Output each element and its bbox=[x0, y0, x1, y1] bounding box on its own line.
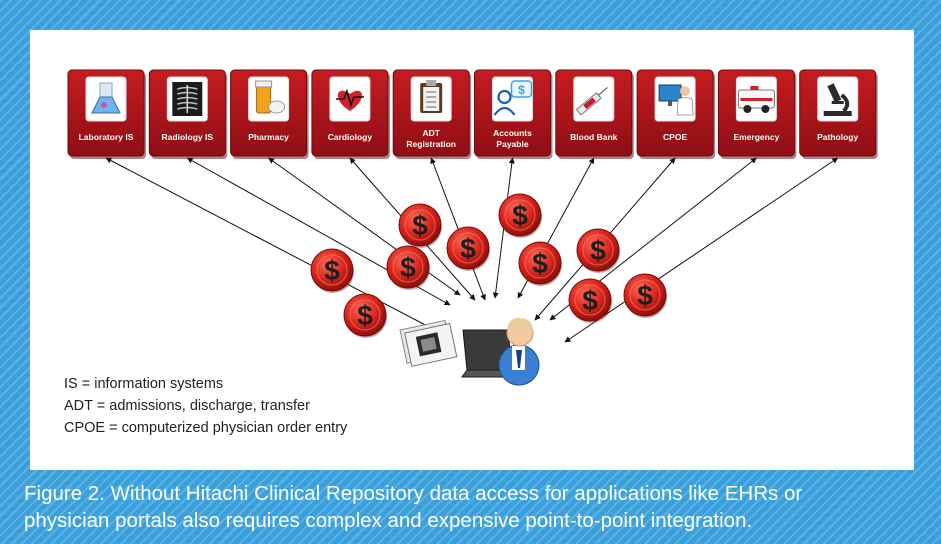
dollar-coin-icon: $ bbox=[398, 203, 442, 248]
legend-line: ADT = admissions, discharge, transfer bbox=[64, 398, 310, 414]
heart-ekg-icon bbox=[335, 88, 364, 108]
system-tile: CPOE bbox=[636, 69, 716, 159]
syringe-icon bbox=[598, 86, 608, 96]
system-tile: Laboratory IS bbox=[67, 69, 146, 159]
dollar-coin-icon: $ bbox=[386, 245, 430, 290]
system-label: CPOE bbox=[663, 132, 687, 142]
svg-text:$: $ bbox=[324, 255, 340, 286]
user-dollar-icon bbox=[510, 80, 533, 98]
legend-line: IS = information systems bbox=[64, 376, 224, 392]
dollar-coin-icon: $ bbox=[623, 273, 667, 318]
caption-line: physician portals also requires complex … bbox=[24, 509, 753, 532]
system-label: Blood Bank bbox=[570, 132, 617, 142]
system-tiles: Laboratory IS Radiology IS Pharmacy Cardiol… bbox=[67, 69, 878, 159]
pill-bottle-icon bbox=[255, 80, 273, 88]
syringe-icon bbox=[583, 97, 596, 110]
system-label: Pharmacy bbox=[248, 132, 289, 142]
system-label: Accounts bbox=[493, 128, 532, 138]
doctor-computer-icon bbox=[658, 84, 682, 102]
integration-diagram: Laboratory IS Radiology IS Pharmacy Cardiol… bbox=[67, 69, 878, 386]
dollar-coin-icon: $ bbox=[568, 278, 612, 323]
svg-text:$: $ bbox=[412, 210, 428, 241]
connection-arrow bbox=[105, 157, 436, 331]
clipboard-icon bbox=[423, 87, 440, 111]
user-dollar-icon: $ bbox=[518, 83, 525, 97]
system-tile: Radiology IS bbox=[148, 69, 228, 159]
microscope-icon bbox=[840, 93, 850, 113]
system-label: Pathology bbox=[817, 132, 858, 142]
clipboard-icon bbox=[426, 80, 437, 86]
svg-text:$: $ bbox=[460, 233, 476, 264]
svg-text:$: $ bbox=[400, 252, 416, 283]
svg-text:$: $ bbox=[637, 280, 653, 311]
system-tile: Cardiology bbox=[311, 69, 390, 159]
system-label: Cardiology bbox=[328, 132, 373, 142]
legend: IS = information systems ADT = admission… bbox=[64, 373, 347, 439]
figure-caption: Figure 2. Without Hitachi Clinical Repos… bbox=[24, 480, 924, 534]
ambulance-icon bbox=[750, 86, 759, 90]
doctor-computer-icon bbox=[676, 97, 694, 116]
system-label: Laboratory IS bbox=[79, 132, 134, 142]
user-workstation-icon bbox=[399, 317, 540, 386]
dollar-coin-icon: $ bbox=[446, 226, 490, 271]
svg-text:$: $ bbox=[357, 300, 373, 331]
svg-text:$: $ bbox=[512, 200, 528, 231]
dollar-coin-icon: $ bbox=[310, 248, 354, 293]
system-label: Payable bbox=[496, 139, 528, 149]
user-dollar-icon bbox=[493, 106, 516, 116]
dollar-coin-icon: $ bbox=[518, 241, 562, 286]
system-label: ADT bbox=[422, 128, 440, 138]
user-dollar-icon bbox=[497, 89, 512, 105]
microscope-icon bbox=[831, 101, 844, 104]
svg-text:$: $ bbox=[590, 235, 606, 266]
ambulance-icon bbox=[740, 98, 773, 101]
system-tile: Pathology bbox=[799, 69, 878, 159]
dollar-coin-icon: $ bbox=[343, 293, 387, 338]
dollar-coin-icon: $ bbox=[498, 193, 542, 238]
diagram-panel: Laboratory IS Radiology IS Pharmacy Cardiol… bbox=[30, 30, 914, 470]
doctor-computer-icon bbox=[680, 86, 691, 96]
legend-line: CPOE = computerized physician order entr… bbox=[64, 420, 348, 436]
system-tile: Pharmacy bbox=[230, 69, 309, 159]
pill-bottle-icon bbox=[268, 100, 286, 114]
ambulance-icon bbox=[743, 105, 752, 113]
system-tile: Blood Bank bbox=[555, 69, 634, 159]
system-label: Registration bbox=[406, 139, 456, 149]
system-tile: Emergency bbox=[717, 69, 797, 159]
flask-icon bbox=[99, 82, 113, 98]
svg-text:$: $ bbox=[532, 248, 548, 279]
microscope-icon bbox=[827, 83, 842, 103]
svg-text:$: $ bbox=[582, 285, 598, 316]
cost-coins: $$$$$$$$$$ bbox=[310, 193, 667, 338]
connection-arrow bbox=[564, 157, 839, 343]
flask-icon bbox=[101, 102, 107, 108]
system-label: Radiology IS bbox=[162, 132, 214, 142]
caption-line: Figure 2. Without Hitachi Clinical Repos… bbox=[24, 482, 803, 505]
system-label: Emergency bbox=[733, 132, 779, 142]
doctor-computer-icon bbox=[668, 101, 673, 106]
microscope-icon bbox=[823, 111, 852, 116]
dollar-coin-icon: $ bbox=[576, 228, 620, 273]
ambulance-icon bbox=[761, 105, 770, 113]
